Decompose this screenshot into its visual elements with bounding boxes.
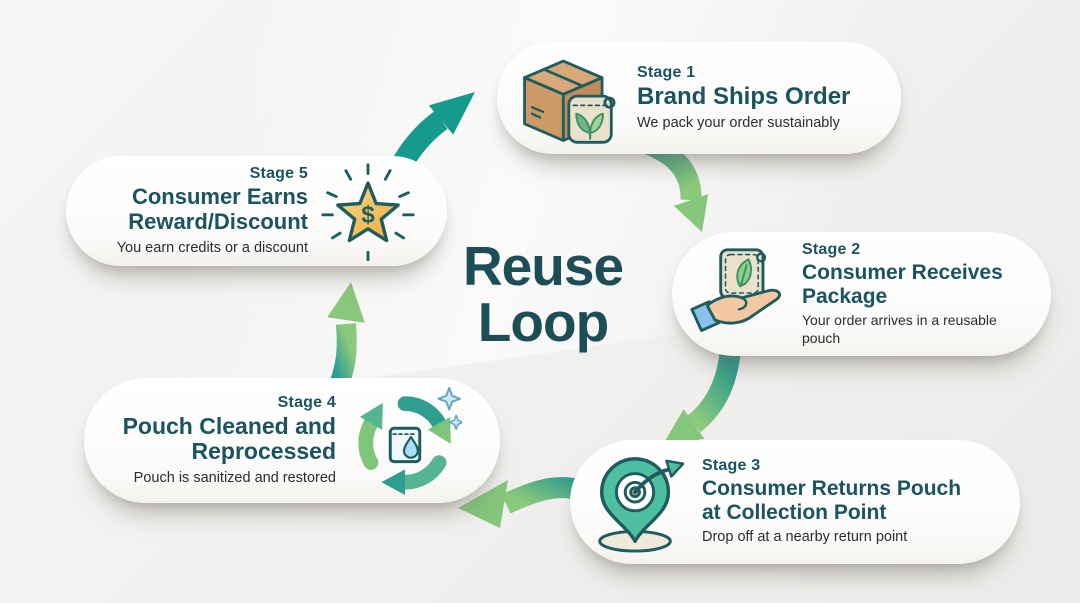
stage-2-heading: Consumer Receives Package (802, 260, 1003, 308)
stage-5-card: Stage 5 Consumer Earns Reward/Discount Y… (66, 156, 447, 266)
hand-holding-pouch-icon (688, 243, 788, 345)
stage-4-label: Stage 4 (277, 393, 336, 411)
stage-3-description: Drop off at a nearby return point (702, 529, 908, 546)
shipping-box-pouch-icon (511, 50, 623, 146)
stage-5-label: Stage 5 (249, 165, 308, 183)
stage-2-label: Stage 2 (802, 240, 861, 258)
reward-star-icon: $ (318, 161, 418, 261)
stage-1-card: Stage 1 Brand Ships Order We pack your o… (497, 42, 901, 154)
stage-4-description: Pouch is sanitized and restored (133, 470, 336, 487)
recycle-pouch-icon (348, 384, 462, 498)
svg-text:$: $ (361, 202, 375, 229)
stage-5-description: You earn credits or a discount (116, 239, 308, 256)
stage-3-label: Stage 3 (702, 457, 761, 475)
stage-4-card: Stage 4 Pouch Cleaned and Reprocessed Po… (84, 378, 500, 503)
stage-3-card: Stage 3 Consumer Returns Pouch at Collec… (570, 440, 1020, 564)
location-target-icon (586, 451, 688, 553)
loop-title: Reuse Loop (428, 238, 658, 350)
stage-1-heading: Brand Ships Order (637, 82, 851, 110)
stage-1-label: Stage 1 (637, 63, 696, 81)
loop-title-line1: Reuse (462, 235, 624, 297)
stage-3-heading: Consumer Returns Pouch at Collection Poi… (702, 477, 962, 524)
stage-2-card: Stage 2 Consumer Receives Package Your o… (672, 232, 1051, 356)
loop-title-line2: Loop (477, 291, 609, 354)
stage-4-heading: Pouch Cleaned and Reprocessed (122, 412, 336, 465)
stage-2-description: Your order arrives in a reusable pouch (802, 312, 997, 346)
stage-1-description: We pack your order sustainably (637, 115, 840, 132)
arrow-stage4-to-stage5 (327, 282, 365, 386)
stage-5-heading: Consumer Earns Reward/Discount (128, 184, 308, 234)
arrow-stage2-to-stage3 (662, 352, 741, 446)
